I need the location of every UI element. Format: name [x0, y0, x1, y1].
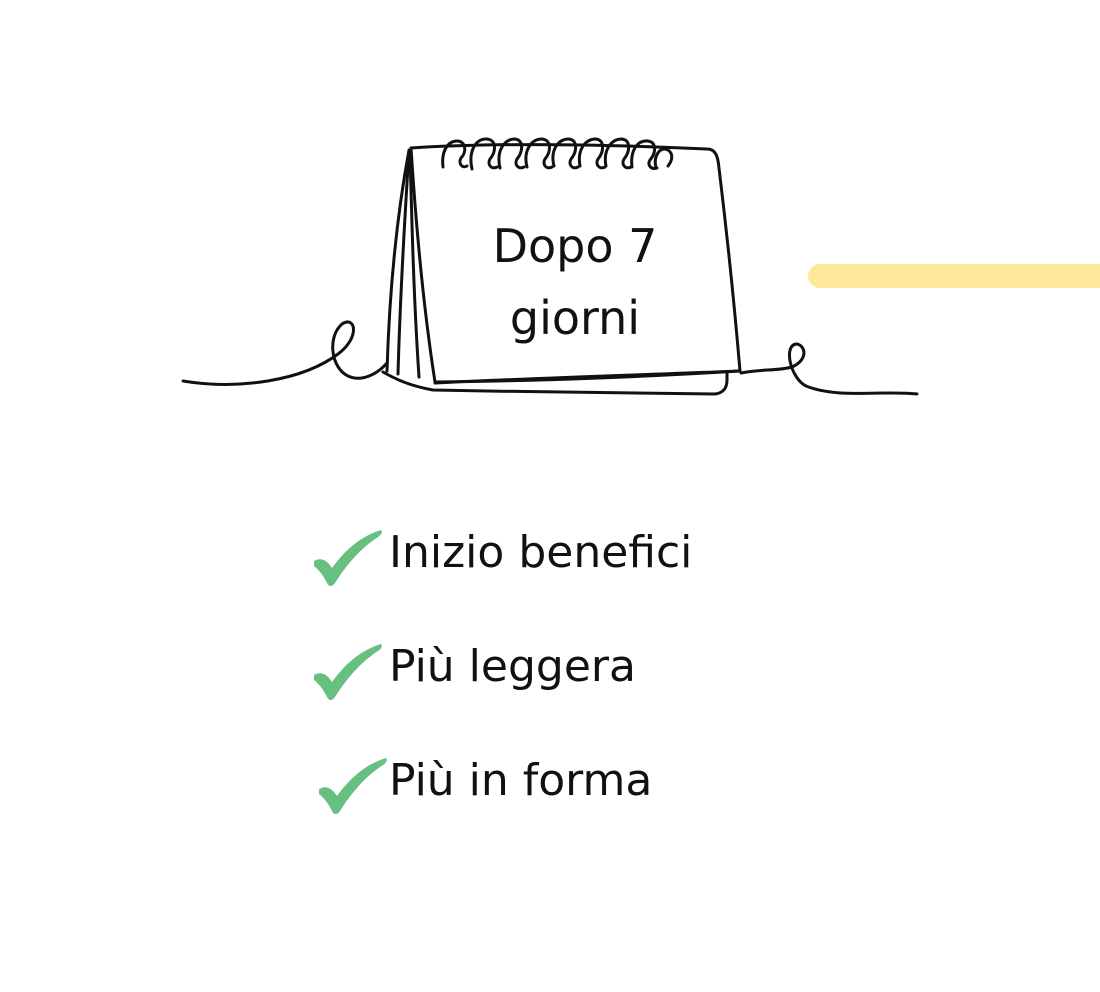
calendar-back-page-3 — [408, 150, 421, 379]
calendar-label: Dopo 7 giorni — [455, 210, 695, 354]
calendar-label-line-2: giorni — [509, 291, 641, 345]
benefit-item: Inizio benefici — [305, 520, 865, 634]
desk-calendar-illustration — [181, 137, 919, 396]
calendar-spiral-rings — [441, 137, 674, 171]
yellow-highlight-stroke — [808, 264, 1100, 288]
calendar-back-page-2 — [396, 149, 411, 376]
calendar-base-top — [433, 369, 742, 385]
benefit-label: Più leggera — [389, 641, 636, 692]
check-icon — [314, 644, 382, 700]
calendar-back-page-1 — [385, 148, 411, 373]
scribble-line-right — [739, 342, 919, 396]
benefit-label: Più in forma — [389, 755, 653, 806]
check-icon — [319, 758, 387, 814]
check-icon — [314, 530, 382, 586]
benefit-item: Più in forma — [305, 748, 865, 862]
benefit-item: Più leggera — [305, 634, 865, 748]
benefit-label: Inizio benefici — [389, 527, 693, 578]
calendar-label-line-1: Dopo 7 — [492, 219, 658, 273]
benefits-list: Inizio benefici Più leggera Più in forma — [305, 520, 865, 862]
calendar-front-page — [409, 143, 742, 384]
calendar-base — [381, 370, 729, 396]
scribble-line-left — [181, 320, 388, 386]
